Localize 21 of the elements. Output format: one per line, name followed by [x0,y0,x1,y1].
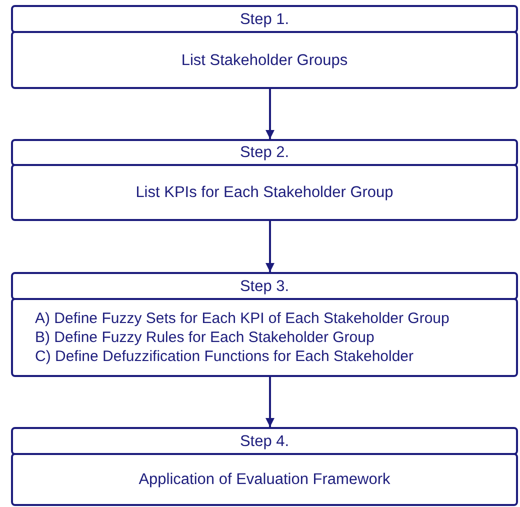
step-box [11,31,518,89]
step-header-box [11,139,518,166]
step-header-box [11,427,518,455]
step-box [11,453,518,506]
step-header-box [11,5,518,33]
step-box [11,298,518,377]
step-title: Step 1. [240,10,290,28]
step-header-box [11,272,518,300]
arrow [266,89,274,139]
step-text: List KPIs for Each Stakeholder Group [136,183,394,202]
step-text: A) Define Fuzzy Sets for Each KPI of Each Stakeholder Group [35,309,450,328]
step-box [11,164,518,221]
step-title: Step 4. [240,432,290,450]
step-text: Application of Evaluation Framework [138,470,390,489]
arrow [266,377,274,427]
arrow [266,221,274,272]
step-title: Step 2. [240,143,290,162]
step-title: Step 3. [240,276,290,296]
step-text: List Stakeholder Groups [181,50,348,70]
step-text: C) Define Defuzzification Functions for Each Stakeholder [35,347,414,366]
step-text: B) Define Fuzzy Rules for Each Stakeholder Group [35,328,374,347]
